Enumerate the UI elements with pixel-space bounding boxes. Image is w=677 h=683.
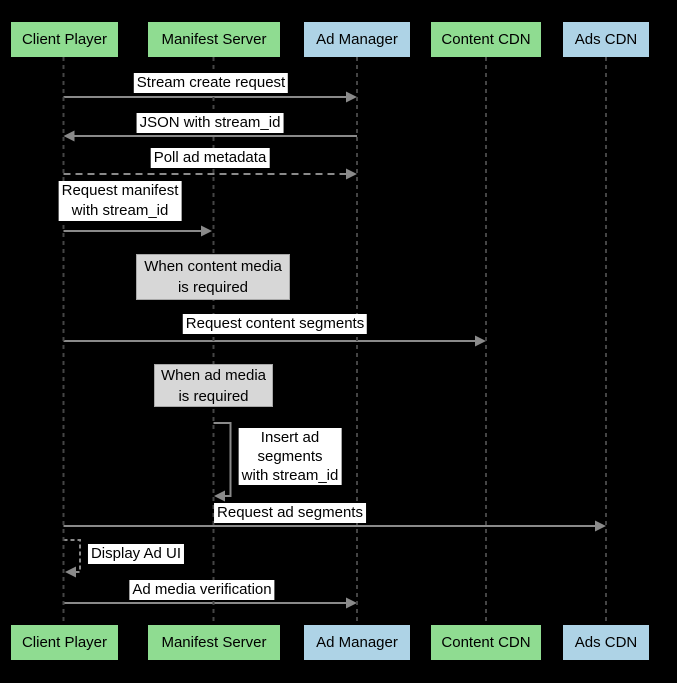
message-label-display-ad-ui: Display Ad UI (87, 544, 185, 564)
actor-ad-manager-bottom: Ad Manager (304, 625, 410, 660)
arrowhead-request-content-segments (475, 335, 486, 347)
actor-manifest-server-top: Manifest Server (148, 22, 280, 57)
message-label-line: with stream_id (241, 467, 339, 484)
note-when-ad-media-required: When ad media is required (154, 364, 273, 407)
arrowhead-insert-ad-segments (214, 490, 225, 502)
arrowhead-request-manifest (201, 225, 212, 237)
message-label-request-content-segments: Request content segments (182, 314, 368, 334)
message-label-ad-media-verification: Ad media verification (129, 580, 275, 600)
note-line: is required (177, 279, 249, 296)
actor-content-cdn-top: Content CDN (431, 22, 541, 57)
actor-ad-manager-top: Ad Manager (304, 22, 410, 57)
arrowhead-display-ad-ui (65, 566, 76, 578)
message-label-request-ad-segments: Request ad segments (214, 503, 366, 523)
message-label-request-manifest: Request manifest with stream_id (58, 181, 182, 221)
message-label-line: segments (257, 448, 323, 465)
arrowhead-poll-ad-metadata (346, 168, 357, 180)
actor-client-player-bottom: Client Player (11, 625, 118, 660)
message-label-stream-create-request: Stream create request (133, 73, 289, 93)
arrowhead-ad-media-verification (346, 597, 357, 609)
note-line: When ad media (160, 366, 267, 384)
actor-ads-cdn-bottom: Ads CDN (563, 625, 649, 660)
actor-manifest-server-bottom: Manifest Server (148, 625, 280, 660)
actor-content-cdn-bottom: Content CDN (431, 625, 541, 660)
actor-ads-cdn-top: Ads CDN (563, 22, 649, 57)
note-line: is required (178, 387, 249, 405)
message-label-insert-ad-segments: Insert ad segments with stream_id (238, 428, 342, 485)
note-when-content-media-required: When content media is required (136, 254, 290, 300)
loop-line-insert-ad-segments (213, 422, 232, 497)
arrowhead-json-with-stream-id (63, 130, 75, 142)
message-label-line: Request manifest (61, 182, 179, 199)
message-label-json-with-stream-id: JSON with stream_id (136, 113, 284, 133)
message-label-line: with stream_id (71, 202, 169, 219)
arrowhead-request-ad-segments (595, 520, 606, 532)
arrowhead-stream-create-request (346, 91, 357, 103)
actor-client-player-top: Client Player (11, 22, 118, 57)
message-label-poll-ad-metadata: Poll ad metadata (150, 148, 270, 168)
note-line: When content media (144, 258, 282, 275)
message-label-line: Insert ad (260, 429, 320, 446)
loop-line-display-ad-ui (63, 539, 81, 573)
